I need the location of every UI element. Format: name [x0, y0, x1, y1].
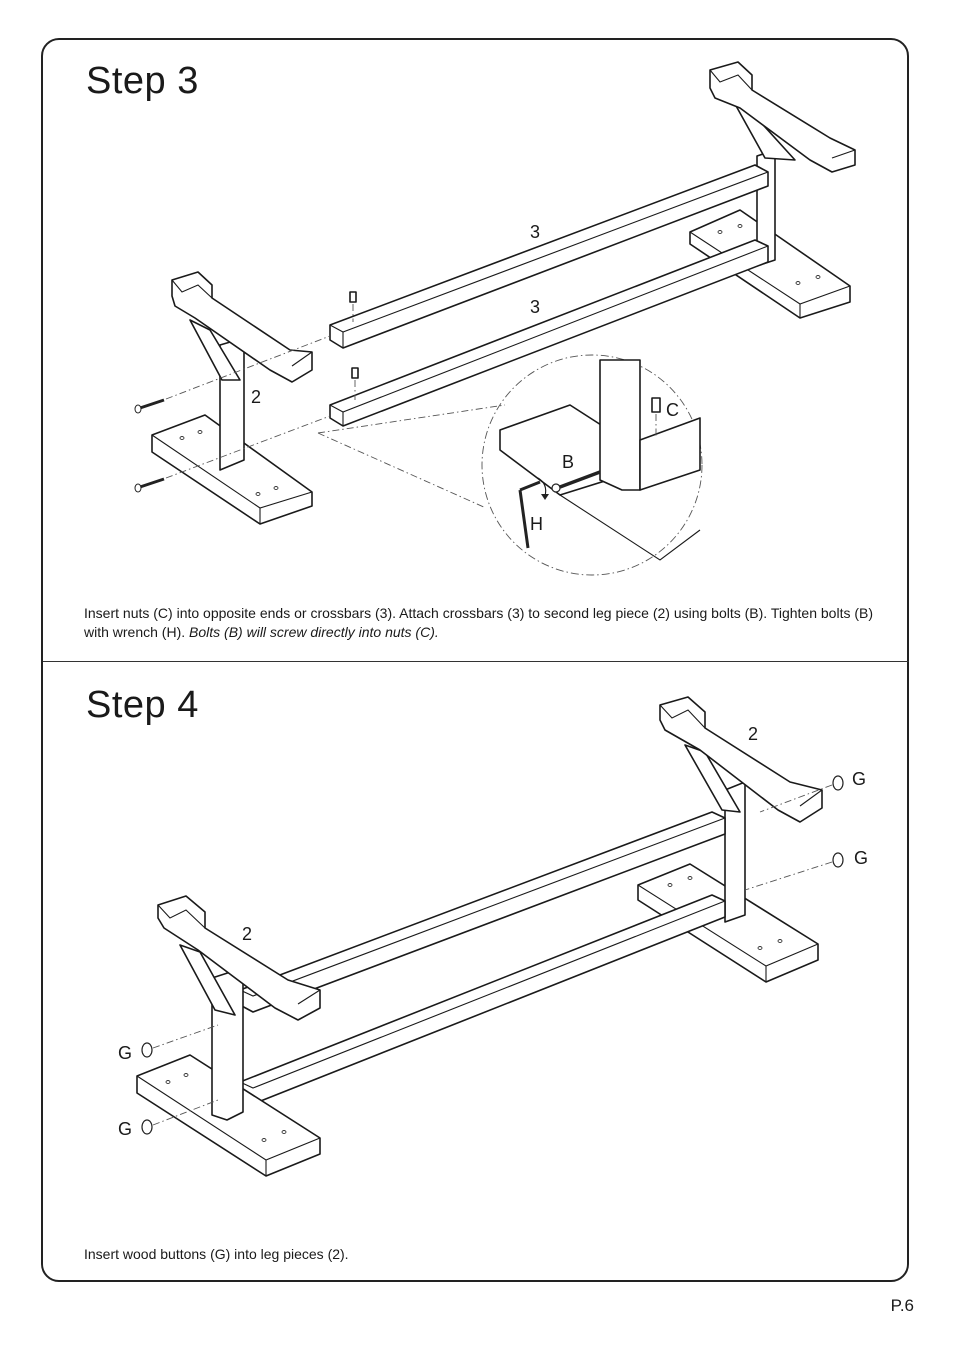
page-frame	[41, 38, 909, 1282]
step-divider	[43, 661, 909, 662]
step4-left-leg	[136, 895, 321, 1177]
wood-button-right-lower	[744, 852, 844, 891]
label-leg-right: 2	[748, 724, 758, 744]
wood-button-left-upper	[141, 1024, 219, 1058]
label-leg-piece: 2	[251, 387, 261, 407]
label-button-right-lower: G	[854, 848, 868, 868]
label-crossbar-top: 3	[530, 222, 540, 242]
step3-right-leg	[689, 61, 856, 319]
label-leg-left: 2	[242, 924, 252, 944]
step3-left-leg	[134, 271, 331, 525]
step4-illustration: 2 2 G G G G	[118, 696, 868, 1177]
step4-right-leg	[637, 696, 823, 983]
step4-title: Step 4	[86, 684, 199, 726]
step3-bolt-lower	[134, 477, 165, 493]
label-bolt-b: B	[562, 452, 574, 472]
label-wrench-h: H	[530, 514, 543, 534]
step3-bolt-upper	[134, 398, 165, 414]
page-number: P.6	[890, 1296, 914, 1315]
step3-crossbars	[329, 164, 769, 427]
label-button-left-upper: G	[118, 1043, 132, 1063]
step3-detail-inset	[317, 354, 703, 576]
step3-illustration: 3 3 2 C B H	[134, 61, 856, 576]
step3-caption-note: Bolts (B) will screw directly into nuts …	[189, 624, 439, 640]
step4-crossbars	[239, 811, 726, 1105]
wood-button-left-lower	[141, 1099, 219, 1135]
step3-caption-text: Insert nuts (C) into opposite ends or cr…	[84, 605, 874, 640]
step3-caption: Insert nuts (C) into opposite ends or cr…	[84, 604, 884, 642]
step4-caption: Insert wood buttons (G) into leg pieces …	[84, 1246, 349, 1262]
label-crossbar-bottom: 3	[530, 297, 540, 317]
label-button-right-upper: G	[852, 769, 866, 789]
step3-title: Step 3	[86, 60, 199, 102]
label-button-left-lower: G	[118, 1119, 132, 1139]
label-nut-c: C	[666, 400, 679, 420]
wood-button-right-upper	[759, 775, 844, 813]
